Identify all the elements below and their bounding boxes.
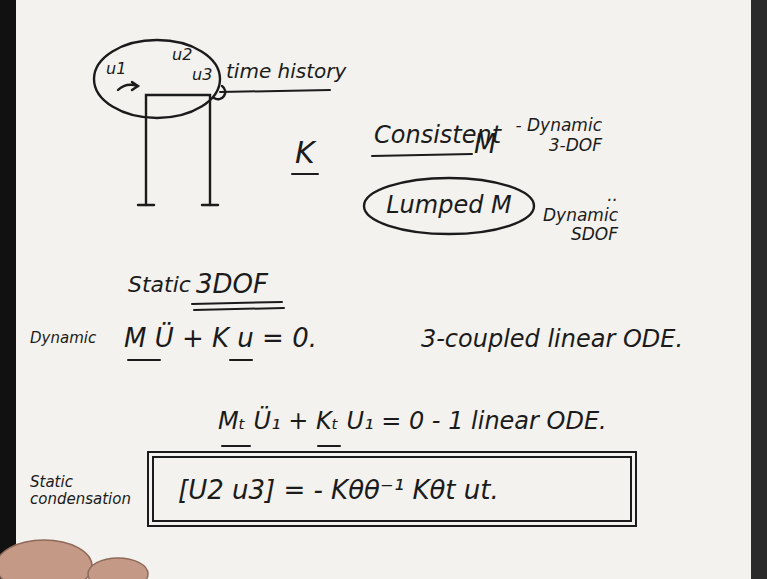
handwritten-label: - Dynamic 3-DOF	[502, 116, 602, 155]
handwritten-label: 3DOF	[196, 270, 268, 300]
paper-edge	[751, 0, 767, 579]
handwritten-label: Mₜ Ü₁ + Kₜ U₁ = 0 - 1 linear ODE.	[218, 408, 607, 436]
condensation-box: [U2 u3] = - Kθθ⁻¹ Kθt ut.	[152, 456, 632, 522]
handwritten-label: Static	[128, 272, 191, 297]
handwritten-label: Dynamic	[30, 330, 96, 347]
handwritten-label: .. Dynamic SDOF	[528, 186, 618, 245]
hand	[0, 540, 148, 579]
handwritten-label: time history	[226, 60, 346, 83]
node-text: Lumped M	[386, 192, 512, 220]
node-text: u3	[192, 66, 212, 84]
node-text: u1	[106, 60, 126, 78]
handwritten-label: 3-coupled linear ODE.	[402, 326, 702, 354]
paper-edge	[0, 0, 16, 579]
dof-oval: u1 u2u3	[92, 38, 222, 120]
handwritten-label: M	[474, 130, 496, 160]
handwritten-label: Static condensation	[30, 474, 140, 509]
oval-line	[94, 40, 220, 118]
handwritten-label: M Ü + K u = 0.	[124, 324, 317, 354]
handwritten-label: K	[295, 136, 315, 171]
lumped-mass-oval: Lumped M	[362, 176, 536, 236]
node-text: [U2 u3] = - Kθθ⁻¹ Kθt ut.	[178, 476, 499, 506]
node-text: u2	[172, 46, 192, 64]
oval-line	[364, 178, 534, 234]
